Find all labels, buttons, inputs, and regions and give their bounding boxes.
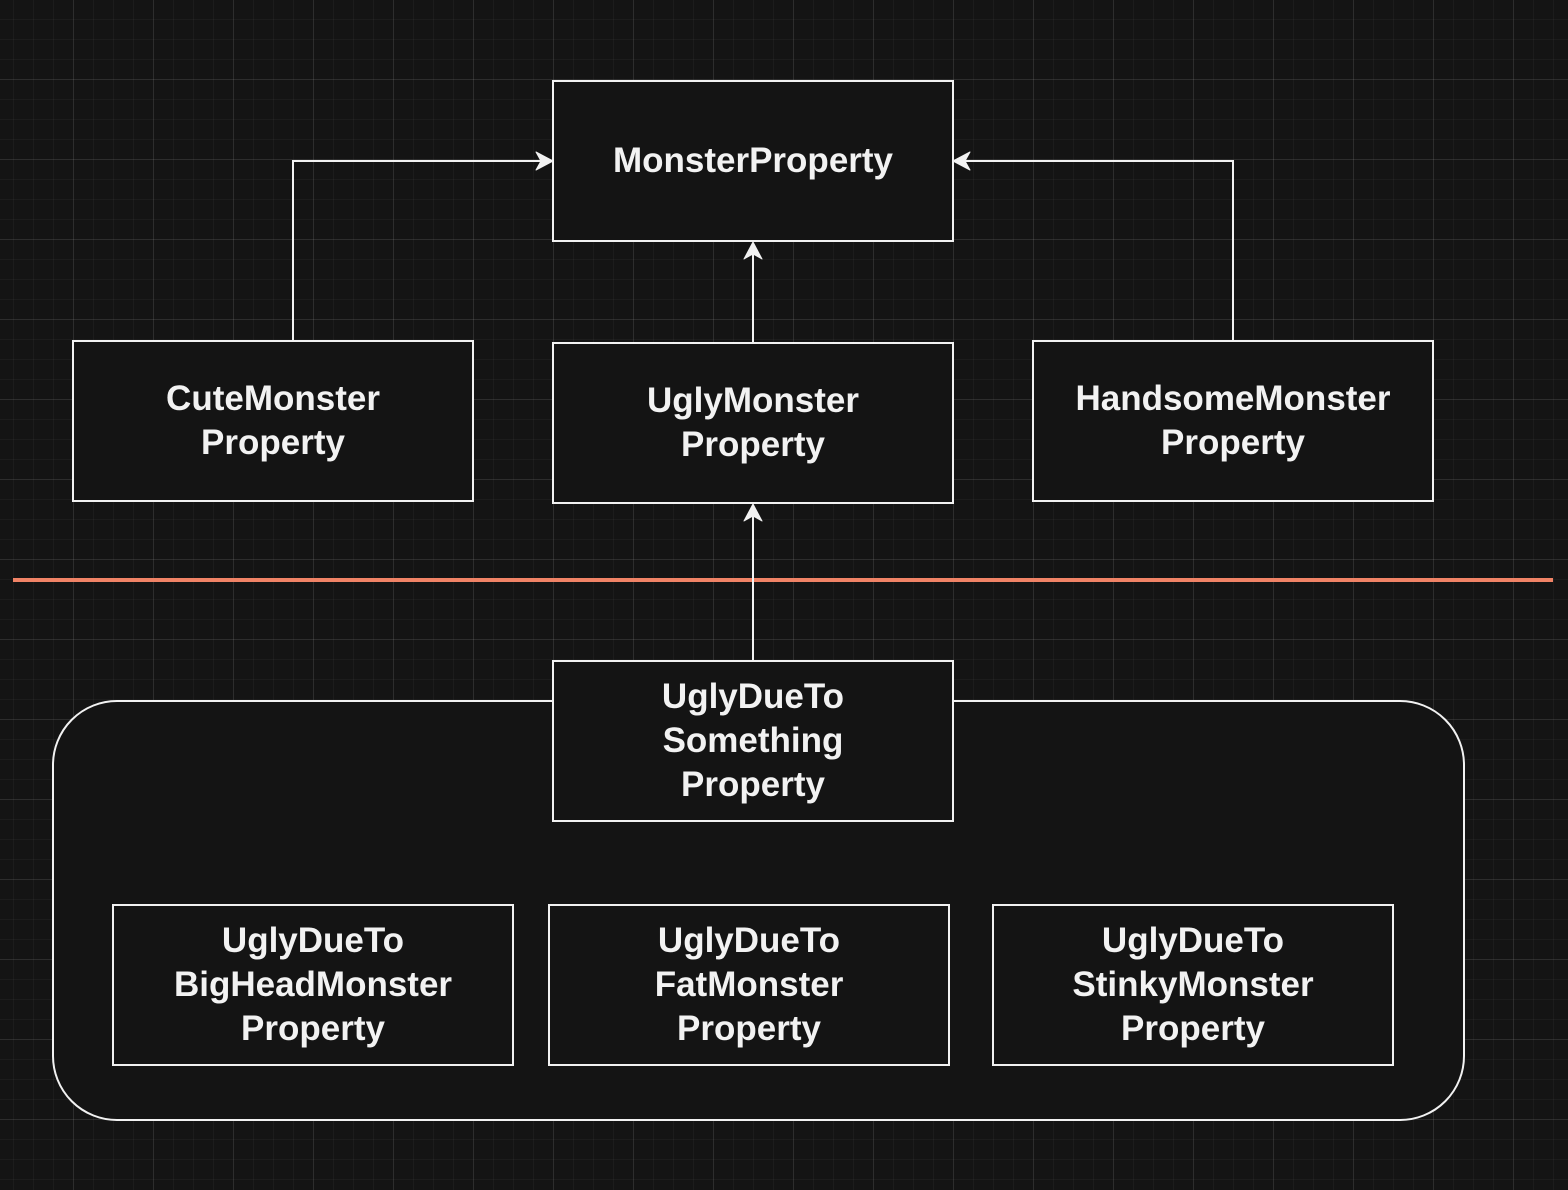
edge-ugly-to-monster[interactable] [743, 241, 763, 343]
node-label-line: MonsterProperty [612, 141, 894, 180]
node-label: MonsterProperty [613, 139, 893, 183]
node-label-line: UglyDueTo [661, 677, 845, 716]
node-label-line: UglyDueTo [1101, 921, 1285, 960]
arrowhead-icon [952, 151, 971, 171]
arrowhead-icon [743, 503, 763, 522]
arrowhead-icon [743, 241, 763, 260]
node-label-line: CuteMonster [166, 379, 380, 418]
node-label-line: Property [1121, 1009, 1265, 1048]
node-label-line: UglyMonster [647, 381, 859, 420]
node-label-line: BigHeadMonster [173, 965, 453, 1004]
node-label-line: FatMonster [654, 965, 844, 1004]
edge-cute-to-monster[interactable] [292, 151, 554, 341]
node-label-line: Property [681, 425, 825, 464]
edge-uglyduetosomething-to-uglymonster[interactable] [743, 503, 763, 661]
arrowhead-icon [535, 151, 554, 171]
node-label-line: Property [677, 1009, 821, 1048]
node-label-line: Property [201, 423, 345, 462]
node-label-line: StinkyMonster [1072, 965, 1314, 1004]
node-label-line: HandsomeMonster [1075, 379, 1391, 418]
node-label-line: Property [241, 1009, 385, 1048]
node-label-line: Property [681, 765, 825, 804]
node-label-line: UglyDueTo [221, 921, 405, 960]
node-monster-property[interactable]: MonsterProperty [552, 80, 954, 242]
edge-handsome-to-monster[interactable] [952, 151, 1234, 341]
node-label-line: Something [662, 721, 844, 760]
node-label-line: UglyDueTo [657, 921, 841, 960]
node-label-line: Property [1161, 423, 1305, 462]
